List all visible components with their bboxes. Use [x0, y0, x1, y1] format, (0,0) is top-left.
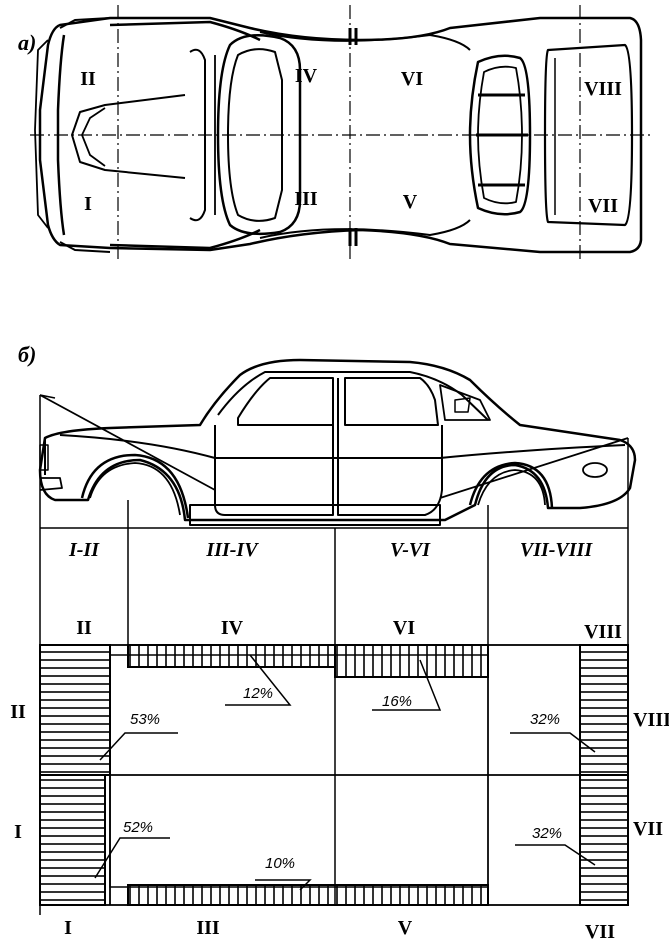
leader-lines: [94, 654, 596, 891]
zone-label-I: I: [84, 193, 92, 215]
bottom-label-2: III: [196, 917, 220, 939]
side-view: [38, 358, 637, 915]
percent-labels: 53% 52% 12% 16% 10% 32% 32%: [123, 685, 562, 872]
strip-mid-upper-right: [334, 644, 489, 678]
percent-front-lower: 52%: [123, 819, 153, 836]
front-wheel-arch: [80, 453, 190, 519]
right-label-2: VII: [633, 818, 663, 840]
percent-front-upper: 53%: [130, 711, 160, 728]
zone-label-II: II: [80, 68, 96, 90]
rear-door: [337, 378, 443, 516]
zone-label-VIII: VIII: [584, 78, 622, 100]
percent-mid-upper-right: 16%: [382, 693, 412, 710]
strip-front-upper: [39, 644, 111, 776]
hood-scoop: [71, 94, 186, 179]
rear-side-window: [344, 377, 439, 426]
front-side-window: [237, 377, 334, 426]
zone-label-VII: VII: [588, 195, 618, 217]
strip-front-lower: [39, 774, 106, 906]
group-label-4: VII-VIII: [520, 539, 593, 561]
top-label-4: VIII: [584, 621, 622, 643]
distribution-diagram: [39, 644, 629, 906]
left-label-1: II: [10, 701, 26, 723]
group-label-2: III-IV: [205, 539, 259, 561]
bottom-label-3: V: [398, 917, 413, 939]
top-label-1: II: [76, 617, 92, 639]
percent-rear-lower: 32%: [532, 825, 562, 842]
right-label-1: VIII: [633, 709, 669, 731]
zone-label-IV: IV: [295, 65, 318, 87]
bottom-label-1: I: [64, 917, 72, 939]
trunk-lid: [543, 43, 634, 227]
front-door: [214, 425, 334, 516]
car-side-outline: [38, 358, 637, 522]
strip-mid-upper-left: [127, 644, 336, 668]
strip-rear-lower: [579, 774, 629, 906]
strip-rear-upper: [579, 644, 629, 776]
diagram-axis-labels: II IV VI VIII I III V VII II I VIII VII: [10, 617, 669, 943]
left-label-2: I: [14, 821, 22, 843]
strip-mid-lower: [127, 884, 489, 906]
section-b-label: б): [18, 342, 36, 367]
percent-mid-upper-left: 12%: [243, 685, 273, 702]
hatched-strips: [39, 644, 629, 906]
percent-rear-upper: 32%: [530, 711, 560, 728]
rear-wheel-arch: [468, 461, 554, 509]
section-a-label: а): [18, 30, 36, 55]
percent-mid-lower: 10%: [265, 855, 295, 872]
top-label-3: VI: [393, 617, 415, 639]
windshield: [216, 33, 302, 236]
zone-label-VI: VI: [401, 68, 423, 90]
top-label-2: IV: [221, 617, 244, 639]
bottom-label-4: VII: [585, 921, 615, 943]
zone-label-III: III: [294, 188, 318, 210]
top-view-zone-labels: II IV VI VIII I III V VII: [80, 65, 622, 217]
group-label-3: V-VI: [390, 539, 431, 561]
zone-label-V: V: [403, 191, 418, 213]
group-labels: I-II III-IV V-VI VII-VIII: [68, 539, 593, 561]
top-view: [30, 5, 650, 262]
group-label-1: I-II: [68, 539, 100, 561]
